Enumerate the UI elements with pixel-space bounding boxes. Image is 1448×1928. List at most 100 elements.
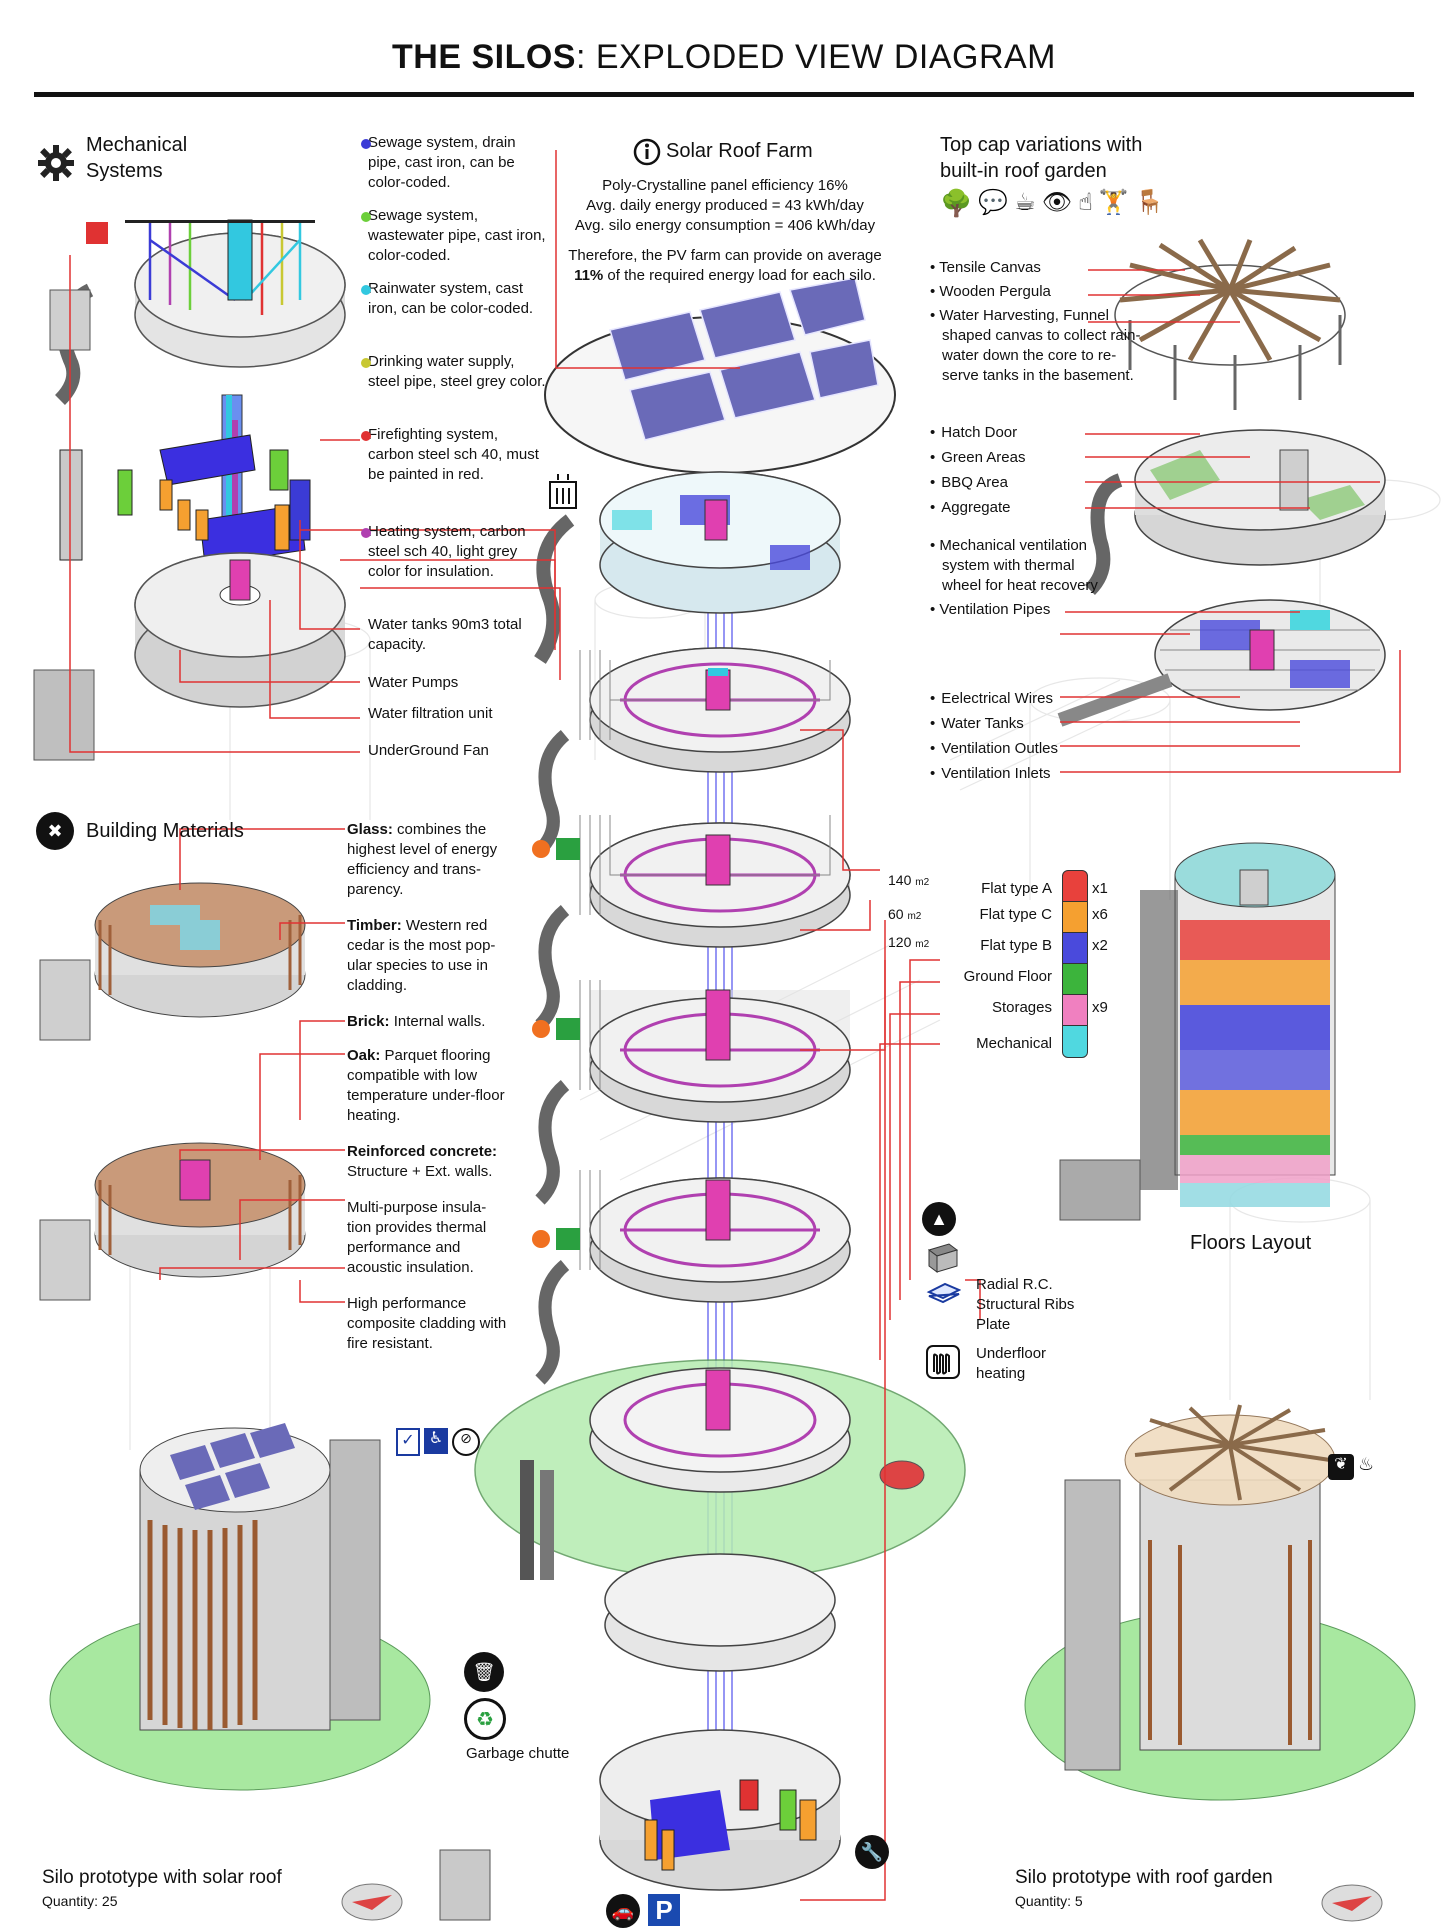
plate-icon bbox=[925, 1278, 962, 1313]
ventilation-icon bbox=[548, 472, 578, 515]
heating-dot bbox=[361, 528, 371, 538]
tools-icon: ✖ bbox=[36, 812, 74, 850]
underfloor-heating-icon bbox=[925, 1344, 961, 1385]
mechanical-swatch bbox=[1062, 1025, 1088, 1058]
mechanical-systems-drawing bbox=[33, 219, 346, 761]
system-sewage-drain: Sewage system, drain pipe, cast iron, ca… bbox=[361, 133, 548, 206]
materials-heading: Building Materials bbox=[86, 820, 244, 842]
ground-floor-swatch bbox=[1062, 963, 1088, 996]
bbq-icon: ♨ bbox=[1358, 1454, 1375, 1474]
system-firefighting: Firefighting system, carbon steel sch 40… bbox=[361, 425, 548, 522]
legend-flat-c: Flat type C x6 bbox=[952, 901, 1152, 934]
emergency-exit-icon bbox=[556, 1018, 580, 1045]
garden-prototype-caption: Silo prototype with roof garden bbox=[1015, 1867, 1273, 1888]
leader-lines bbox=[69, 150, 1401, 1901]
legend-mechanical: Mechanical bbox=[952, 1025, 1152, 1058]
check-icon: ✓ bbox=[396, 1428, 420, 1456]
ribs-label: Radial R.C. Structural Ribs Plate bbox=[976, 1276, 1075, 1333]
materials-list: Glass: combines the highest level of ene… bbox=[347, 820, 507, 1354]
material-cladding: High performance composite cladding with… bbox=[347, 1295, 507, 1352]
topcap-list-1: • Tensile Canvas • Wooden Pergula • Wate… bbox=[930, 259, 1141, 384]
material-oak: Oak: Parquet flooring compatible with lo… bbox=[347, 1047, 505, 1124]
leaf-icon: ❦ bbox=[1328, 1454, 1354, 1480]
solar-prototype-quantity: Quantity: 25 bbox=[42, 1893, 118, 1909]
material-insulation: Multi-purpose insula-tion provides therm… bbox=[347, 1199, 487, 1276]
topcap-list-2: Hatch Door Green Areas BBQ Area Aggregat… bbox=[930, 420, 1025, 520]
firefighting-dot bbox=[361, 431, 371, 441]
page-title: THE SILOS: EXPLODED VIEW DIAGRAM bbox=[392, 38, 1056, 76]
item-underground-fan: UnderGround Fan bbox=[368, 742, 489, 759]
emergency-exit-icon bbox=[556, 838, 580, 865]
materials-drawing bbox=[39, 882, 306, 1301]
eye-icon: 👁 bbox=[1041, 189, 1073, 216]
wrench-icon: 🔧 bbox=[855, 1835, 889, 1869]
legend-ground-floor: Ground Floor bbox=[952, 963, 1152, 996]
no-smoking-icon: ⊘ bbox=[452, 1428, 480, 1456]
flat-c-swatch bbox=[1062, 901, 1088, 934]
garbage-label: Garbage chutte bbox=[466, 1745, 570, 1762]
underfloor-label: Underfloor heating bbox=[976, 1345, 1047, 1382]
hand-icon: ☝ bbox=[1078, 189, 1093, 216]
solar-prototype-caption: Silo prototype with solar roof bbox=[42, 1867, 282, 1888]
mechanical-systems-list: Sewage system, drain pipe, cast iron, ca… bbox=[361, 133, 548, 765]
garden-icons: ❦ ♨ bbox=[1328, 1454, 1380, 1480]
area-label: 140 m2 bbox=[888, 872, 930, 888]
trash-icon: 🗑 bbox=[464, 1652, 504, 1692]
solar-stats: Poly-Crystalline panel efficiency 16% Av… bbox=[568, 177, 882, 284]
gear-icon bbox=[36, 143, 76, 188]
tree-icon: 🌳 bbox=[940, 188, 973, 218]
chat-icon: 💬 bbox=[978, 189, 1009, 216]
coffee-icon: ☕ bbox=[1014, 189, 1036, 216]
fire-icon bbox=[532, 1230, 550, 1253]
area-label: 120 m2 bbox=[888, 934, 930, 950]
material-concrete: Reinforced concrete: Structure + Ext. wa… bbox=[347, 1143, 498, 1180]
exploded-tower bbox=[439, 277, 966, 1921]
fire-icon bbox=[532, 1020, 550, 1043]
system-heating: Heating system, carbon steel sch 40, lig… bbox=[361, 522, 548, 615]
system-sewage-waste: Sewage system, wastewater pipe, cast iro… bbox=[361, 206, 548, 279]
item-water-pumps: Water Pumps bbox=[368, 674, 459, 691]
solar-heading: Solar Roof Farm bbox=[666, 140, 813, 162]
floors-layout-caption: Floors Layout bbox=[1190, 1232, 1312, 1254]
structure-icon: ▲ bbox=[922, 1202, 956, 1236]
amenity-icons: 🌳 💬 ☕ 👁 ☝ 🏋 🪑 bbox=[940, 188, 1165, 219]
flat-b-swatch bbox=[1062, 932, 1088, 965]
floors-layout-drawing bbox=[1059, 842, 1336, 1221]
area-label: 60 m2 bbox=[888, 906, 922, 922]
fire-icon bbox=[532, 840, 550, 863]
garden-prototype-quantity: Quantity: 5 bbox=[1015, 1893, 1083, 1909]
roof-garden-prototype-drawing bbox=[1024, 1404, 1416, 1922]
flat-a-swatch bbox=[1062, 870, 1088, 903]
car-icon: 🚗 bbox=[606, 1894, 640, 1928]
legend-flat-a: Flat type A x1 bbox=[952, 870, 1152, 903]
floors-legend: Flat type A x1 Flat type C x6 Flat type … bbox=[952, 870, 1152, 1058]
dumbbell-icon: 🏋 bbox=[1098, 189, 1129, 216]
system-rainwater: Rainwater system, cast iron, can be colo… bbox=[361, 279, 548, 352]
material-glass: Glass: combines the highest level of ene… bbox=[347, 821, 498, 898]
drinking-water-dot bbox=[361, 358, 371, 368]
wheelchair-icon: ♿ bbox=[424, 1428, 448, 1454]
legend-storages: Storages x9 bbox=[952, 994, 1152, 1027]
sewage-drain-dot bbox=[361, 139, 371, 149]
topcap-list-3: • Mechanical ventilation system with the… bbox=[930, 537, 1098, 618]
solar-roof-prototype-drawing bbox=[49, 1423, 431, 1921]
system-drinking-water: Drinking water supply, steel pipe, steel… bbox=[361, 352, 548, 425]
material-timber: Timber: Western red cedar is the most po… bbox=[347, 917, 496, 994]
legend-flat-b: Flat type B x2 bbox=[952, 932, 1152, 965]
accessibility-icons: ✓ ♿ ⊘ bbox=[396, 1428, 480, 1456]
emergency-exit-icon bbox=[556, 1228, 580, 1255]
beam-icon bbox=[925, 1240, 961, 1281]
topcap-list-4: Eelectrical Wires Water Tanks Ventilatio… bbox=[930, 686, 1058, 786]
title-divider bbox=[34, 92, 1414, 97]
top-cap-drawing bbox=[1057, 238, 1386, 727]
storages-swatch bbox=[1062, 994, 1088, 1027]
rainwater-dot bbox=[361, 285, 371, 295]
item-water-tanks: Water tanks 90m3 total capacity. bbox=[368, 616, 522, 653]
recycle-icon: ♻ bbox=[464, 1698, 506, 1740]
material-brick: Brick: Internal walls. bbox=[347, 1013, 486, 1030]
person-seated-icon: 🪑 bbox=[1134, 189, 1165, 216]
parking-icon: P bbox=[648, 1894, 680, 1926]
